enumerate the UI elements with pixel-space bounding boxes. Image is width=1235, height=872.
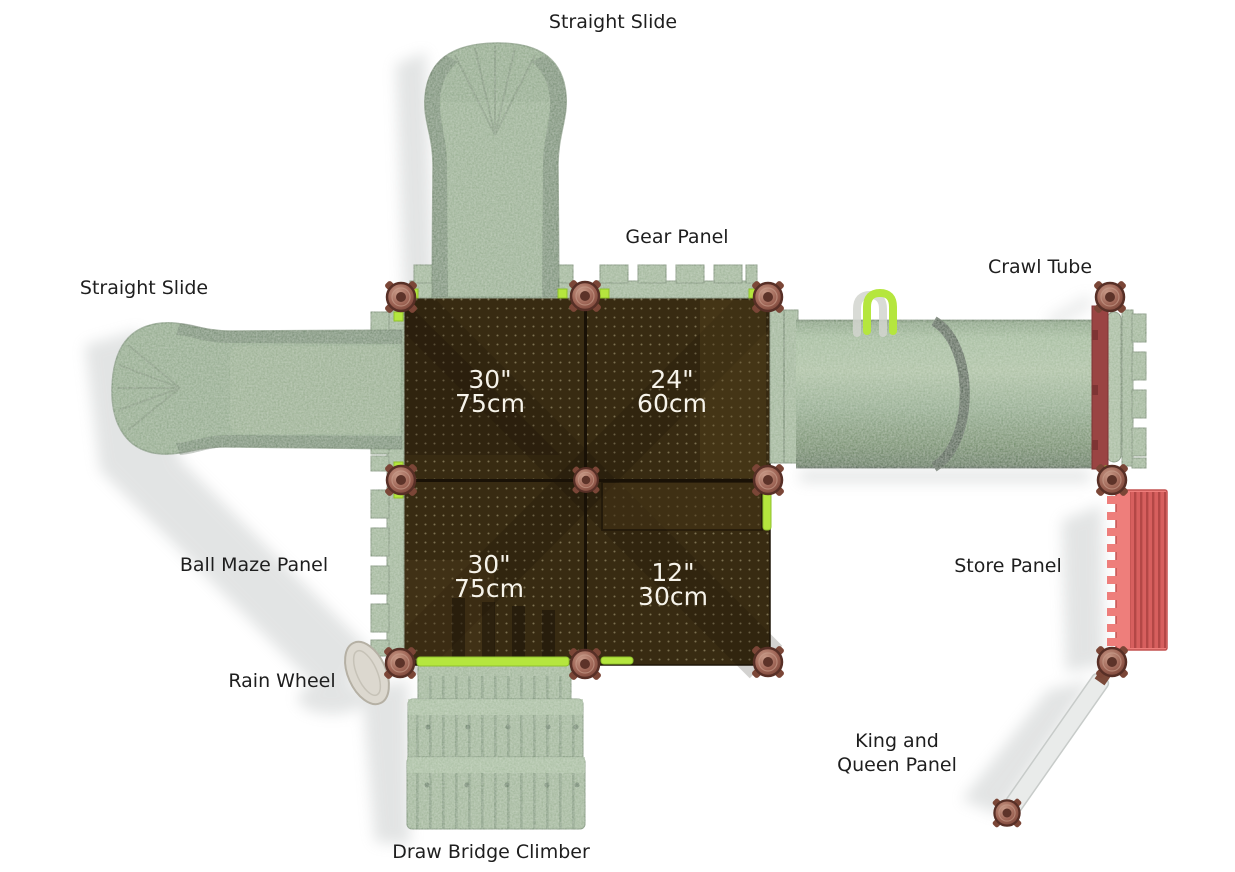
deck-height-top-left: 30" 75cm [455,365,525,418]
top-straight-slide [423,42,568,298]
store-panel-top [1107,489,1168,651]
deck-height-inches: 24" [650,365,694,394]
deck-height-cm: 75cm [454,574,524,603]
deck-height-inches: 12" [651,558,695,587]
deck-height-bottom-right: 12" 30cm [638,558,708,611]
crawl-tube-exit-panel [1106,309,1147,469]
label-ball-maze-panel: Ball Maze Panel [179,554,329,576]
label-straight-slide-left: Straight Slide [79,277,209,299]
crawl-tube-entry-panel [769,309,799,464]
deck-height-top-right: 24" 60cm [637,365,707,418]
deck-height-cm: 75cm [455,389,525,418]
deck-height-cm: 60cm [637,389,707,418]
gear-panel-top [596,264,758,299]
label-king-queen-line1: King and [855,730,939,752]
deck-height-inches: 30" [468,365,512,394]
label-rain-wheel: Rain Wheel [228,670,336,692]
label-draw-bridge-climber: Draw Bridge Climber [392,841,590,863]
ball-maze-panel-top [370,486,405,663]
label-straight-slide-top: Straight Slide [548,11,678,33]
deck-height-cm: 30cm [638,582,708,611]
label-crawl-tube: Crawl Tube [987,256,1093,278]
label-gear-panel: Gear Panel [625,226,729,248]
draw-bridge-climber-top [406,663,586,830]
crawl-tube [796,316,1092,472]
tube-handle-loop [863,288,897,335]
crawl-tube-end-frame [1091,305,1109,470]
label-store-panel: Store Panel [954,555,1062,577]
label-king-queen-panel: King and Queen Panel [837,729,957,777]
deck-height-inches: 30" [467,550,511,579]
deck-height-bottom-left: 30" 75cm [454,550,524,603]
label-king-queen-line2: Queen Panel [837,754,957,776]
left-straight-slide [111,321,403,455]
